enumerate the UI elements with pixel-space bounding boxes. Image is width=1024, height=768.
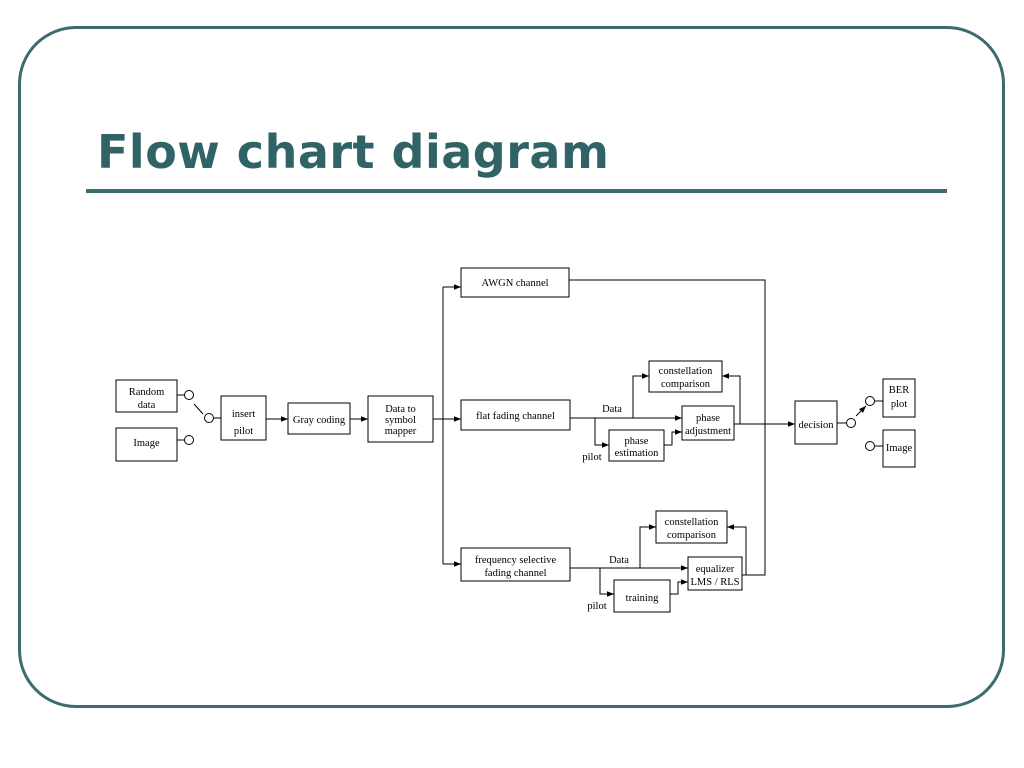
switch-common-output [846, 418, 856, 428]
block-flat-constellation: constellation comparison [648, 360, 723, 393]
block-label: constellation [665, 517, 719, 528]
block-label: Image [133, 438, 160, 449]
block-awgn-channel: AWGN channel [460, 267, 570, 298]
block-label: insert [232, 409, 255, 420]
switch-contact-image [184, 435, 194, 445]
block-equalizer: equalizer LMS / RLS [687, 556, 743, 591]
connection-lines [177, 279, 883, 597]
block-label: flat fading channel [476, 411, 555, 422]
switch-contact-random [184, 390, 194, 400]
block-random-data: Random data [115, 379, 178, 413]
block-label: mapper [385, 426, 417, 437]
freq-data-label: Data [609, 555, 629, 566]
block-freq-selective-channel: frequency selective fading channel [460, 547, 571, 582]
block-label: pilot [234, 426, 253, 437]
block-label: constellation [659, 366, 713, 377]
block-label: decision [799, 420, 835, 431]
switch-contact-ber [865, 396, 875, 406]
block-phase-estimation: phase estimation [608, 429, 665, 462]
flat-pilot-label: pilot [582, 452, 601, 463]
freq-pilot-label: pilot [587, 601, 606, 612]
block-freq-constellation: constellation comparison [655, 510, 728, 544]
block-label: comparison [661, 379, 711, 390]
block-label: equalizer [696, 564, 735, 575]
block-insert-pilot: insert pilot [220, 395, 267, 441]
block-label: comparison [667, 530, 717, 541]
block-label: Image [886, 443, 913, 454]
switch-contact-image-out [865, 441, 875, 451]
block-image-sink: Image [882, 429, 916, 468]
block-label: BER [889, 385, 909, 396]
block-decision: decision [794, 400, 838, 445]
switch-common-input [204, 413, 214, 423]
block-label: data [138, 400, 156, 411]
slide-frame [18, 26, 1005, 708]
block-label: phase [625, 436, 649, 447]
slide-title: Flow chart diagram [97, 125, 610, 179]
block-image-source: Image [115, 427, 178, 462]
block-training: training [613, 579, 671, 613]
block-label: symbol [385, 415, 416, 426]
block-label: phase [696, 413, 720, 424]
flat-data-label: Data [602, 404, 622, 415]
block-flat-fading-channel: flat fading channel [460, 399, 571, 431]
block-label: Data to [385, 404, 416, 415]
block-label: AWGN channel [481, 278, 548, 289]
block-gray-coding: Gray coding [287, 402, 351, 435]
block-label: adjustment [685, 426, 731, 437]
block-label: frequency selective [475, 555, 557, 566]
block-symbol-mapper: Data to symbol mapper [367, 395, 434, 443]
block-phase-adjustment: phase adjustment [681, 405, 735, 441]
block-label: estimation [615, 448, 659, 459]
block-label: Random [129, 387, 165, 398]
block-label: plot [891, 399, 907, 410]
block-label: LMS / RLS [690, 577, 739, 588]
block-ber-plot: BER plot [882, 378, 916, 418]
block-label: fading channel [484, 568, 546, 579]
block-label: training [626, 593, 659, 604]
title-underline [86, 189, 947, 193]
block-label: Gray coding [293, 415, 346, 426]
